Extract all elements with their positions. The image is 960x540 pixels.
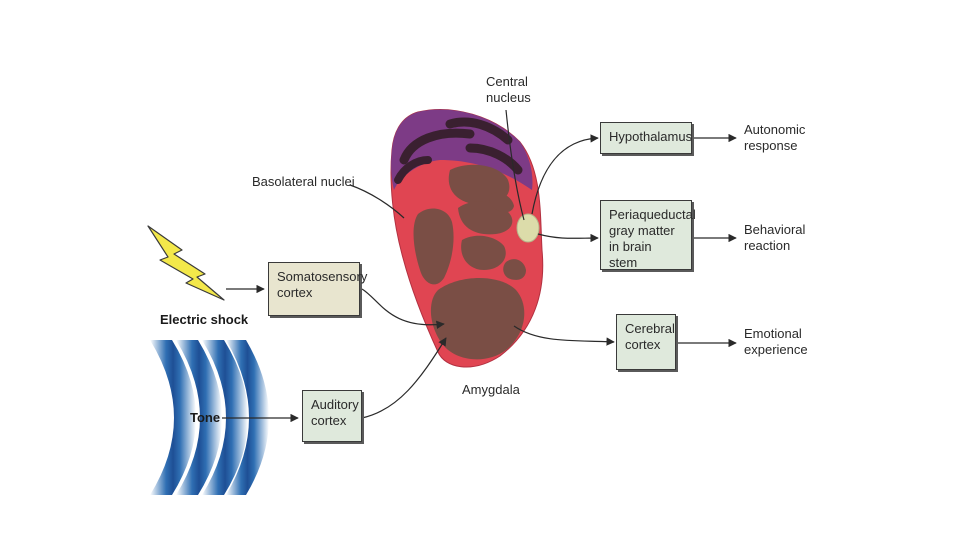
lightning-bolt-icon [147, 225, 225, 301]
periaqueductal-box: Periaqueductal gray matter in brain stem [600, 200, 696, 270]
arrow-somatosensory-to-amygdala [361, 288, 445, 330]
somatosensory-cortex-box: Somatosensory cortex [268, 262, 367, 316]
sound-wave-icon [150, 340, 269, 495]
auditory-cortex-box: Auditory cortex [302, 390, 362, 442]
cerebral-cortex-box: Cerebral cortex [616, 314, 676, 370]
emotional-experience-label: Emotional experience [744, 326, 808, 357]
central-nucleus-pointer [505, 109, 525, 221]
basolateral-pointer [349, 184, 405, 219]
central-nucleus-region [516, 213, 540, 243]
arrow-central-to-periaqueductal [537, 233, 599, 243]
hypothalamus-box: Hypothalamus [600, 122, 692, 154]
central-nucleus-label: Central nucleus [486, 74, 531, 105]
arrow-amygdala-to-cerebral [513, 325, 615, 346]
amygdala-body [390, 109, 544, 368]
basolateral-nuclei-label: Basolateral nuclei [252, 174, 355, 189]
tone-label: Tone [190, 410, 221, 425]
arrow-auditory-to-amygdala [361, 337, 447, 419]
electric-shock-label: Electric shock [160, 312, 249, 327]
arrow-central-to-hypothalamus [531, 134, 599, 215]
behavioral-reaction-label: Behavioral reaction [744, 222, 806, 253]
autonomic-response-label: Autonomic response [744, 122, 806, 153]
amygdala-label: Amygdala [462, 382, 520, 397]
